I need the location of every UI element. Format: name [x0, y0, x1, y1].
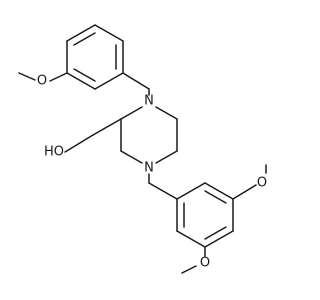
bond — [94, 24, 124, 42]
bond — [92, 118, 122, 136]
bond — [155, 106, 178, 120]
bond — [66, 24, 96, 42]
atom-label-nitrogen: N — [144, 94, 154, 109]
atom-label-hydroxyl: HO — [44, 145, 64, 160]
bond — [232, 184, 257, 200]
atom-label-nitrogen: N — [144, 161, 154, 176]
bond — [122, 72, 150, 90]
bond — [73, 32, 96, 46]
bond — [120, 106, 143, 120]
atom-labels: O N N HO O O — [37, 74, 267, 271]
atom-label-oxygen: O — [37, 74, 47, 89]
atom-label-oxygen: O — [200, 256, 210, 271]
bond — [176, 230, 206, 248]
bond — [49, 72, 68, 82]
bond — [94, 72, 124, 90]
bond — [155, 150, 178, 164]
bond — [176, 182, 206, 200]
bond — [66, 72, 96, 90]
bond — [204, 182, 234, 200]
bond — [18, 72, 36, 81]
bond — [181, 265, 197, 274]
bond — [204, 226, 227, 240]
bond — [120, 150, 143, 164]
bond — [64, 134, 94, 153]
bond — [204, 230, 234, 248]
molecule-diagram: O N N HO O O — [18, 24, 267, 274]
bond — [204, 190, 227, 204]
bonds — [18, 24, 267, 274]
bond — [73, 68, 96, 82]
bond — [148, 182, 178, 200]
atom-label-oxygen: O — [257, 176, 267, 191]
